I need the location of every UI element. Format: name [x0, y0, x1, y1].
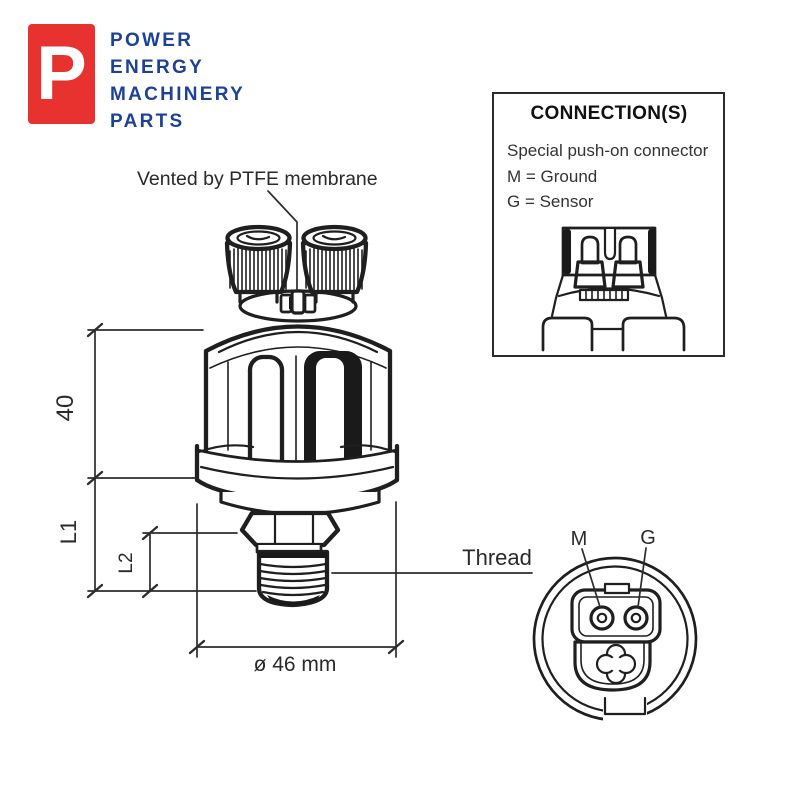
thread-label: Thread — [462, 545, 532, 570]
vent-detail — [279, 289, 317, 315]
body-slot-left — [247, 354, 285, 476]
brand-monogram-tile: P — [28, 24, 95, 124]
dim-l2-label: L2 — [116, 552, 137, 573]
body-slot-right — [314, 356, 346, 472]
dim-l1-label: L1 — [56, 520, 81, 544]
dimension-diameter: ø 46 mm — [188, 501, 405, 676]
connection-note-line: Special push-on connector — [507, 141, 709, 160]
vented-label: Vented by PTFE membrane — [137, 168, 378, 190]
pin-g — [623, 605, 649, 631]
connection-box: CONNECTION(S) Special push-on connector … — [492, 92, 725, 357]
dimension-l1: L1 — [56, 477, 257, 599]
brand-logo: P POWER ENERGY MACHINERY PARTS — [28, 24, 245, 135]
hex-nut — [239, 510, 341, 554]
thread-stud — [256, 549, 330, 608]
brand-name-line: PARTS — [110, 111, 185, 132]
thread-callout: Thread — [331, 545, 533, 574]
dim-diameter-label: ø 46 mm — [254, 653, 337, 676]
mounting-flange — [194, 443, 400, 516]
terminal-knob-left — [224, 224, 293, 304]
brand-name: POWER ENERGY MACHINERY PARTS — [110, 24, 245, 135]
connection-drawing — [541, 226, 686, 352]
dim-40-label: 40 — [52, 395, 79, 422]
terminal-knob-right — [300, 224, 369, 304]
brand-name-line: MACHINERY — [110, 84, 246, 105]
dimension-40: 40 — [52, 322, 204, 486]
brand-name-line: ENERGY — [110, 57, 205, 78]
pin-m-label: M — [571, 528, 588, 550]
connection-box-title: CONNECTION(S) — [530, 103, 688, 124]
brand-name-line: POWER — [110, 30, 194, 51]
brand-monogram: P — [36, 31, 87, 116]
connection-note-line: M = Ground — [507, 166, 598, 186]
pin-g-label: G — [640, 527, 656, 549]
sensor-illustration — [194, 224, 400, 608]
connection-note-line: G = Sensor — [507, 192, 594, 211]
connector-face-view: M G — [532, 527, 698, 723]
vented-callout: Vented by PTFE membrane — [137, 168, 378, 291]
pin-m — [589, 605, 615, 631]
dimension-l2: L2 — [116, 525, 238, 599]
face-key-notch — [603, 696, 647, 716]
key-cross-hole — [595, 643, 637, 685]
